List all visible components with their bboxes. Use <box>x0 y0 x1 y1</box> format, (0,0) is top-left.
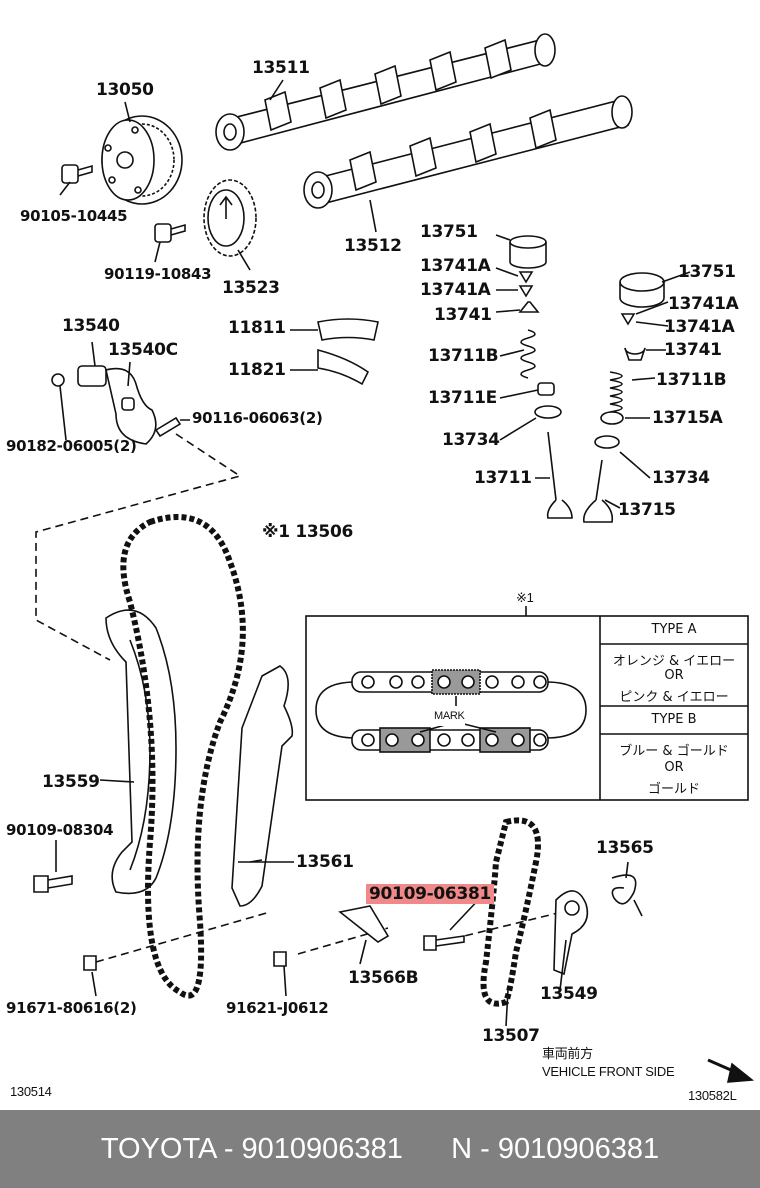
label-90109-06381-highlighted: 90109-06381 <box>366 884 495 904</box>
timing-chain-13507 <box>480 817 541 1007</box>
label-13734-right: 13734 <box>652 468 710 488</box>
label-13565: 13565 <box>596 838 654 858</box>
inset-mark-label: MARK <box>434 706 465 726</box>
label-13751-right: 13751 <box>678 262 736 282</box>
label-13741A-3: 13741A <box>668 294 739 314</box>
direction-jp: 車両前方 <box>542 1046 593 1061</box>
label-13523: 13523 <box>222 278 280 298</box>
camshaft-13511 <box>215 33 556 151</box>
inset-type-b-or: OR <box>664 760 684 775</box>
valve-train-left <box>495 234 573 519</box>
label-13711E: 13711E <box>428 388 497 408</box>
label-90105-10445: 90105-10445 <box>20 207 128 225</box>
sprocket-13523 <box>203 179 257 257</box>
label-90116-06063: 90116-06063(2) <box>192 409 323 427</box>
inset-type-b: TYPE B <box>651 712 697 727</box>
bolt-91621 <box>273 951 287 967</box>
label-13512: 13512 <box>344 236 402 256</box>
label-13559: 13559 <box>42 772 100 792</box>
diagram-code-left: 130514 <box>10 1084 52 1099</box>
label-13711B-left: 13711B <box>428 346 499 366</box>
inset-type-b-line1: ブルー & ゴールド <box>619 744 729 759</box>
direction-en: VEHICLE FRONT SIDE <box>542 1064 675 1079</box>
spring-13565 <box>611 874 643 917</box>
cam-timing-gear-13050 <box>101 115 183 205</box>
label-11811: 11811 <box>228 318 286 338</box>
camshaft-13512 <box>303 95 633 209</box>
label-90109-08304: 90109-08304 <box>6 821 114 839</box>
label-13741-right: 13741 <box>664 340 722 360</box>
inset-type-a-or: OR <box>664 668 684 683</box>
highlighted-part-number: 90109-06381 <box>366 884 495 904</box>
valve-train-right <box>582 271 691 523</box>
label-13751-left: 13751 <box>420 222 478 242</box>
inset-type-a: TYPE A <box>651 622 697 637</box>
timing-chain-diagram-art <box>33 33 755 1083</box>
label-13540C: 13540C <box>108 340 178 360</box>
label-90182-06005: 90182-06005(2) <box>6 437 137 455</box>
tensioner-arm-13549 <box>553 890 589 976</box>
part-number-footer: TOYOTA - 9010906381 N - 9010906381 <box>0 1110 760 1188</box>
inset-ref-mark: ※1 <box>516 590 534 605</box>
label-13540: 13540 <box>62 316 120 336</box>
inset-type-a-line2: ピンク & イエロー <box>619 690 729 705</box>
chain-guide-13561 <box>231 665 294 907</box>
label-13566B: 13566B <box>348 968 419 988</box>
label-11821: 11821 <box>228 360 286 380</box>
damper-13566B <box>338 905 390 943</box>
label-13507: 13507 <box>482 1026 540 1046</box>
label-90119-10843: 90119-10843 <box>104 265 212 283</box>
bolt-90109-08304 <box>33 875 73 893</box>
label-13506: ※1 13506 <box>262 522 354 542</box>
tensioner-13540 <box>51 341 190 445</box>
label-13741-left: 13741 <box>434 305 492 325</box>
bolt-90105 <box>61 164 93 184</box>
bearing-shells <box>290 318 379 386</box>
label-13711: 13711 <box>474 468 532 488</box>
label-13561: 13561 <box>296 852 354 872</box>
label-13050: 13050 <box>96 80 154 100</box>
label-13741A-4: 13741A <box>664 317 735 337</box>
label-13715A: 13715A <box>652 408 723 428</box>
label-91621-J0612: 91621-J0612 <box>226 999 329 1017</box>
inset-type-a-line1: オレンジ & イエロー <box>612 654 736 669</box>
label-13741A-2: 13741A <box>420 280 491 300</box>
chain-mark-inset <box>305 606 749 801</box>
label-13734-left: 13734 <box>442 430 500 450</box>
timing-chain-13506 <box>120 514 246 999</box>
bolt-90109-06381 <box>423 935 465 951</box>
label-13741A-1: 13741A <box>420 256 491 276</box>
label-13511: 13511 <box>252 58 310 78</box>
label-91671-80616: 91671-80616(2) <box>6 999 137 1017</box>
diagram-code-right: 130582L <box>688 1088 737 1103</box>
bolt-91671 <box>83 955 97 971</box>
label-13715: 13715 <box>618 500 676 520</box>
label-13549: 13549 <box>540 984 598 1004</box>
bolt-90119 <box>154 223 186 243</box>
label-13711B-right: 13711B <box>656 370 727 390</box>
inset-type-b-line2: ゴールド <box>647 782 700 797</box>
